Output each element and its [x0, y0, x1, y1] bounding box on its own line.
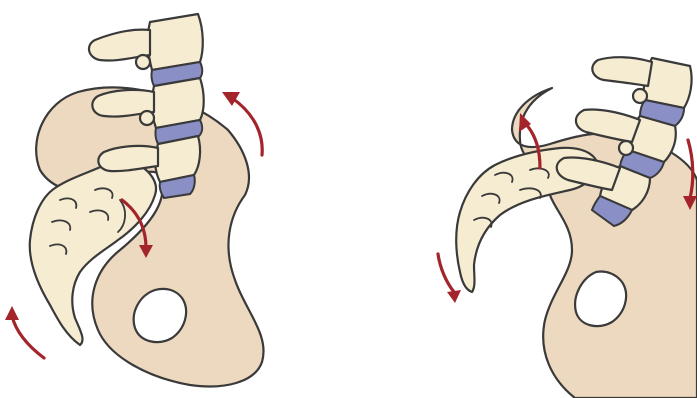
right-arrowhead-bottom — [447, 290, 461, 303]
right-posterior-element-1 — [592, 57, 652, 86]
right-facet-1 — [633, 89, 647, 103]
right-figure — [438, 57, 697, 398]
left-vertebra-1 — [148, 14, 203, 70]
left-arrowhead-bottom — [5, 306, 19, 320]
right-facet-2 — [619, 141, 633, 155]
left-facet-2 — [140, 111, 154, 125]
left-arrow-bottom — [12, 316, 44, 358]
right-arrow-bottom — [438, 254, 454, 292]
left-facet-1 — [136, 55, 150, 69]
left-figure — [5, 14, 264, 386]
left-posterior-element-3 — [98, 146, 158, 171]
